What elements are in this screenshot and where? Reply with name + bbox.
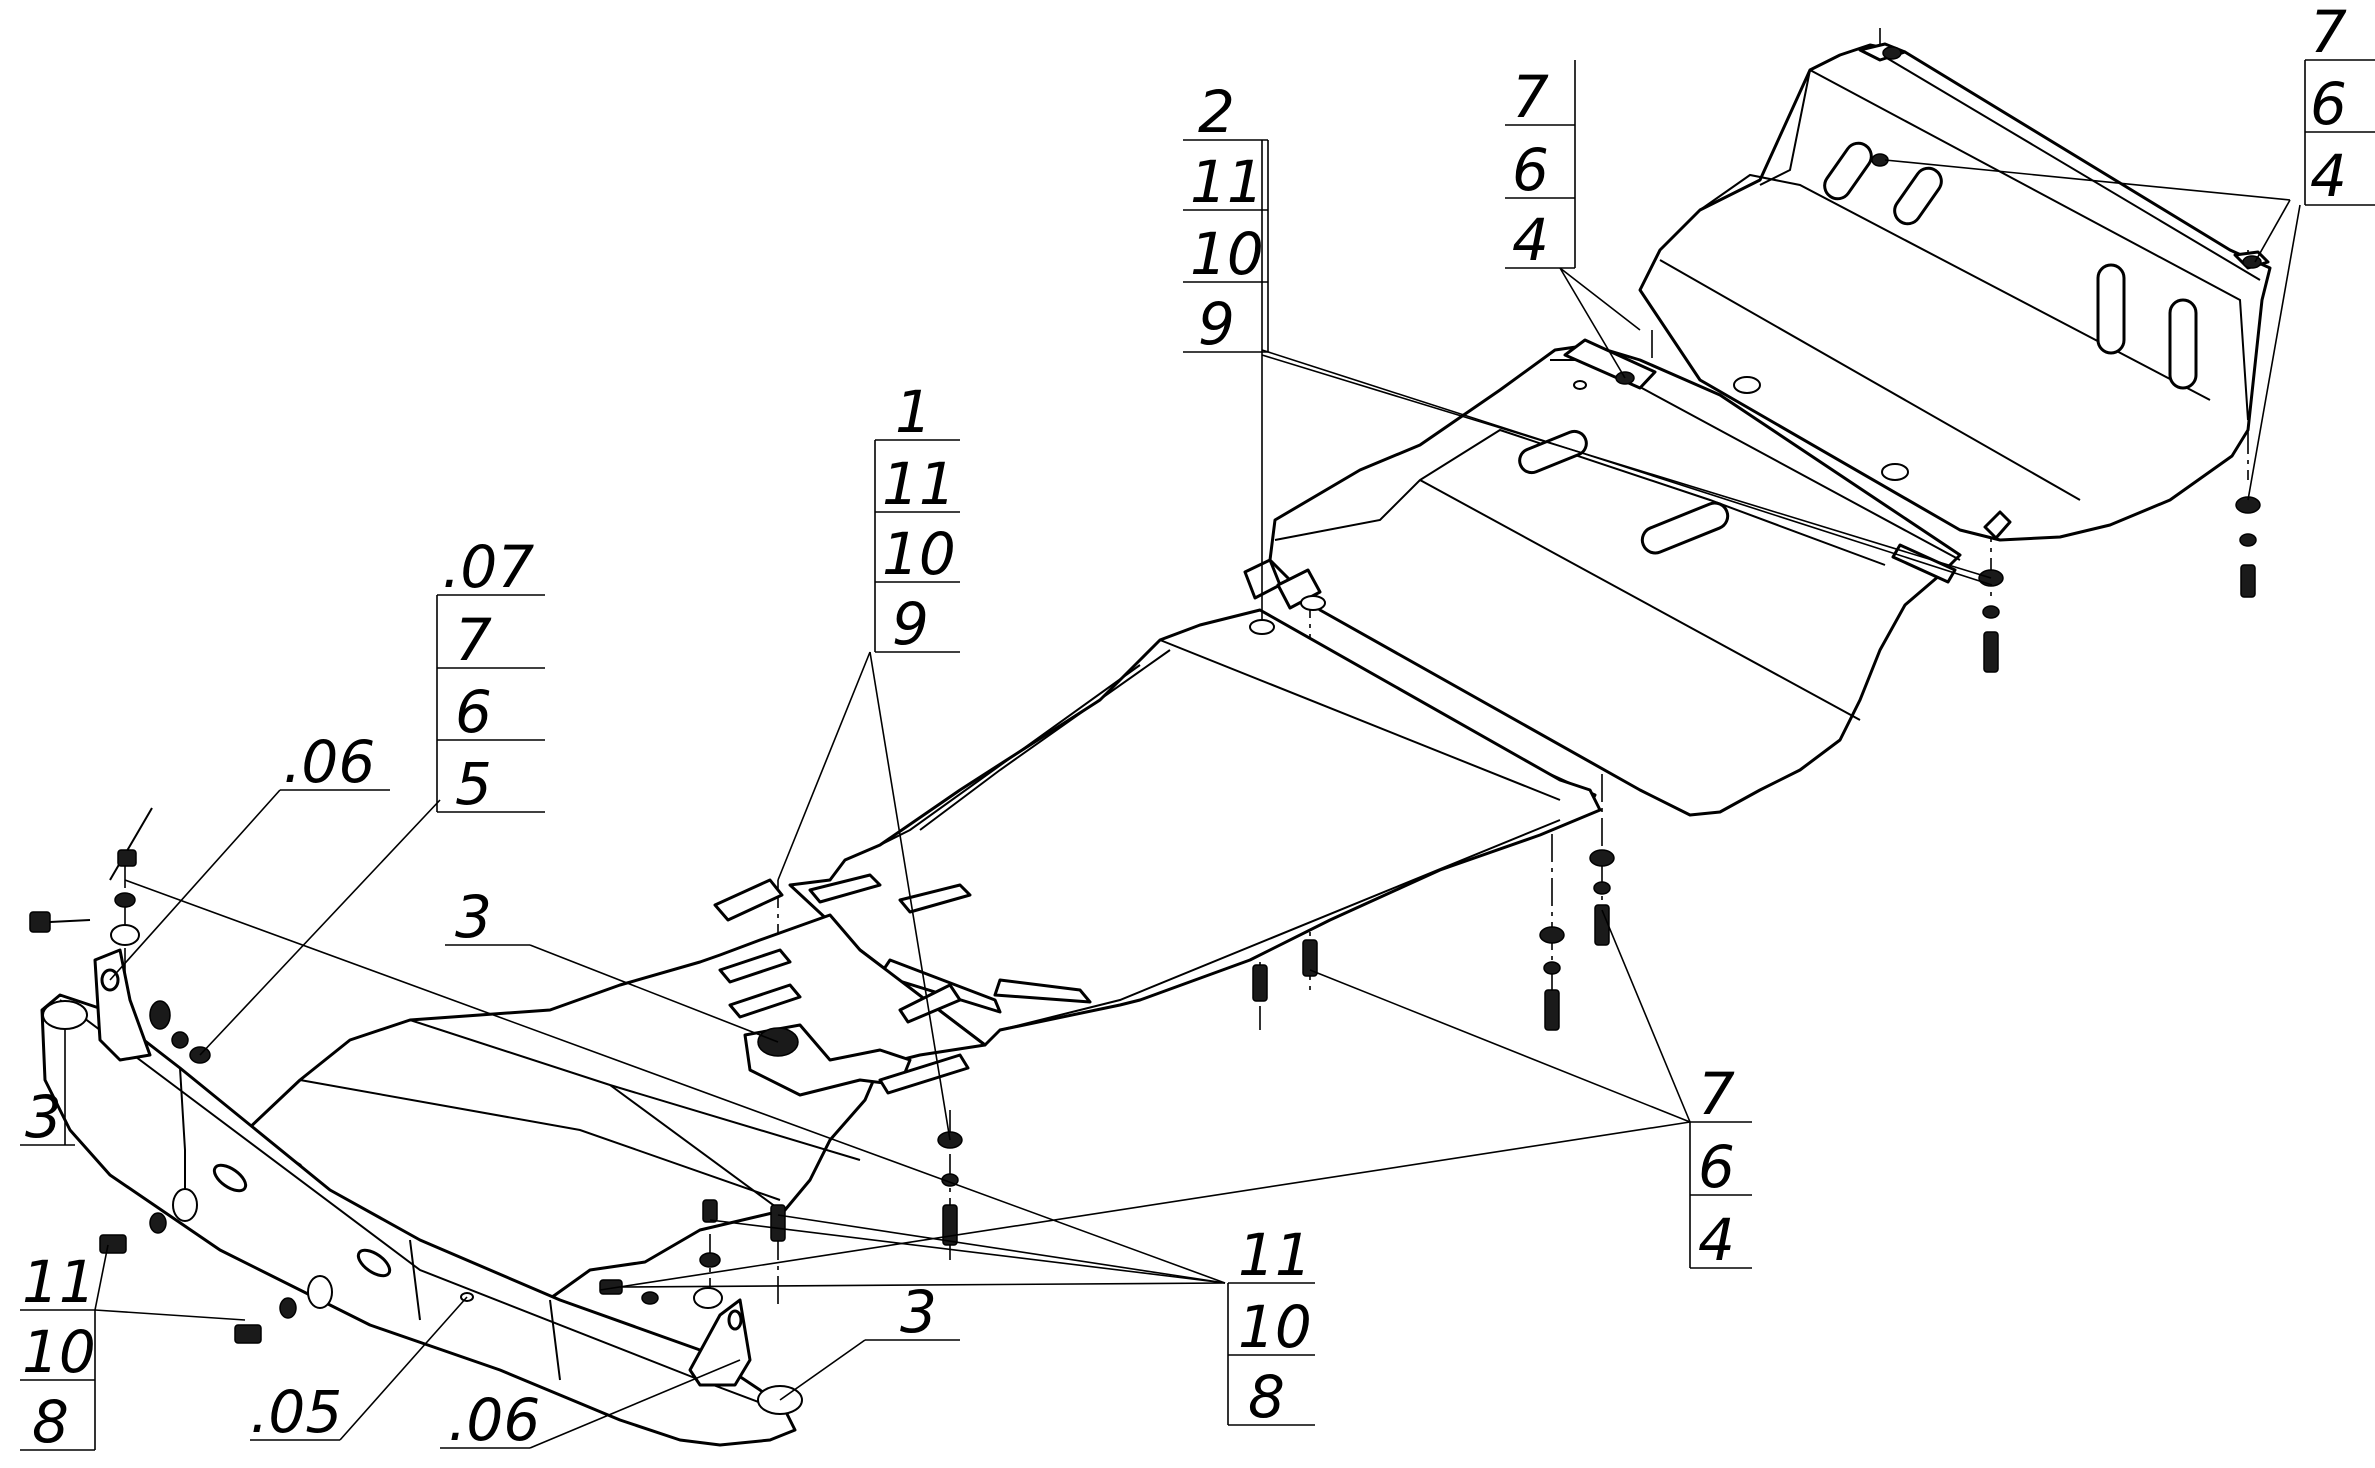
callout-bottom-mid-line2: 10 [1238,1293,1312,1361]
callout-center-line1: 1 [895,378,932,446]
callout-left-stack-line3: 6 [455,678,492,746]
callout-bottom-left-line3: 8 [32,1388,69,1456]
plate-front [243,878,987,1332]
callout-center-top-line2: 11 [1190,148,1264,216]
plate-second [788,595,1602,1047]
callout-labels: 7 6 4 7 6 4 2 11 10 9 1 11 10 9 .07 7 6 … [22,0,2347,1456]
callout-bottom-left-line2: 10 [22,1318,96,1386]
callout-bottom-mid-line1: 11 [1238,1221,1312,1289]
callout-bottom-3: 3 [900,1278,937,1346]
callout-center-line3: 10 [882,520,956,588]
callout-center-line2: 11 [882,450,956,518]
callout-bottom-mid-line3: 8 [1248,1363,1285,1431]
callout-top-right-line2: 6 [2310,70,2347,138]
callout-left-stack-line2: 7 [455,606,492,674]
callout-center-top-line4: 9 [1198,290,1235,358]
callout-bottom-06: .06 [448,1386,540,1454]
callout-bottom-left-line1: 11 [22,1248,96,1316]
callout-upper-mid-line2: 6 [1512,136,1549,204]
callout-right-mid-line2: 6 [1698,1133,1735,1201]
callout-top-right-line1: 7 [2310,0,2347,66]
callout-center-top-line1: 2 [1198,78,1235,146]
callout-mid-3: 3 [455,883,492,951]
callout-upper-mid-line1: 7 [1512,63,1549,131]
plate-far [1638,42,2272,542]
callout-top-right-line3: 4 [2310,142,2347,210]
callout-right-mid-line3: 4 [1698,1206,1735,1274]
callout-center-top-line3: 10 [1190,220,1264,288]
callout-right-mid-line1: 7 [1698,1060,1735,1128]
callout-center-line4: 9 [892,590,929,658]
front-beam [40,948,803,1447]
callout-bottom-05: .05 [250,1378,342,1446]
callout-left-stack-line1: .07 [442,533,534,601]
hardware-stacks [29,496,2261,1344]
plate-third [1243,338,1962,817]
callout-left-06: .06 [283,728,375,796]
callout-left-stack-line4: 5 [455,750,492,818]
callout-left-3: 3 [25,1083,62,1151]
callout-shelves [20,59,2375,1451]
callout-upper-mid-line3: 4 [1512,206,1549,274]
leader-lines [64,140,2301,1449]
